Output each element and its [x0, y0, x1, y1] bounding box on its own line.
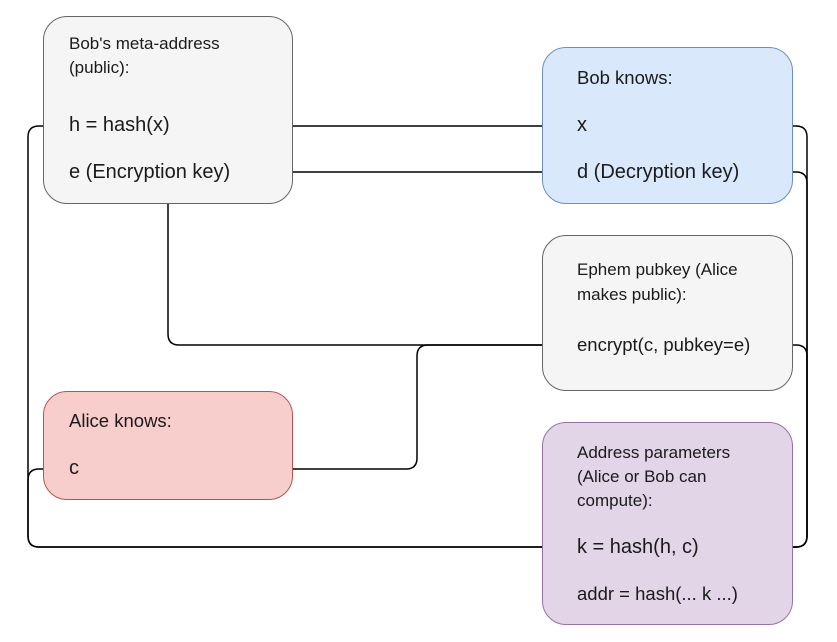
address-params-addr-item: addr = hash(... k ...): [577, 583, 738, 604]
address-params-title-line3: compute):: [577, 491, 653, 510]
bob-knows-d-item: d (Decryption key): [577, 161, 740, 183]
bob-knows-x-item: x: [577, 114, 587, 136]
ephem-pubkey-title-line1: Ephem pubkey (Alice: [577, 260, 738, 279]
ephem-pubkey-title-line2: makes public):: [577, 285, 687, 304]
meta-address-e-item: e (Encryption key): [69, 161, 231, 183]
alice-knows-title: Alice knows:: [69, 410, 172, 431]
ephem-pubkey-item: encrypt(c, pubkey=e): [577, 334, 751, 355]
address-params-title-line1: Address parameters: [577, 443, 731, 462]
bob-knows-title: Bob knows:: [577, 67, 673, 88]
meta-address-h-item: h = hash(x): [69, 114, 170, 136]
alice-knows-box[interactable]: [43, 391, 293, 500]
meta-address-title-line1: Bob's meta-address: [69, 34, 220, 53]
address-params-k-item: k = hash(h, c): [577, 536, 699, 558]
alice-knows-c-item: c: [69, 457, 79, 479]
wire-e-to-encrypt: [167, 190, 566, 351]
meta-address-title-line2: (public):: [69, 58, 130, 77]
bob-knows-box[interactable]: [542, 47, 793, 204]
wire-c-to-encrypt: [262, 339, 566, 470]
address-params-box[interactable]: [542, 422, 793, 625]
wire-encrypt-to-k: [760, 344, 808, 553]
meta-address-box[interactable]: [43, 16, 293, 204]
ephem-pubkey-box[interactable]: [542, 235, 793, 391]
address-params-title-line2: (Alice or Bob can: [577, 467, 707, 486]
wire-c-to-k: [27, 468, 567, 553]
